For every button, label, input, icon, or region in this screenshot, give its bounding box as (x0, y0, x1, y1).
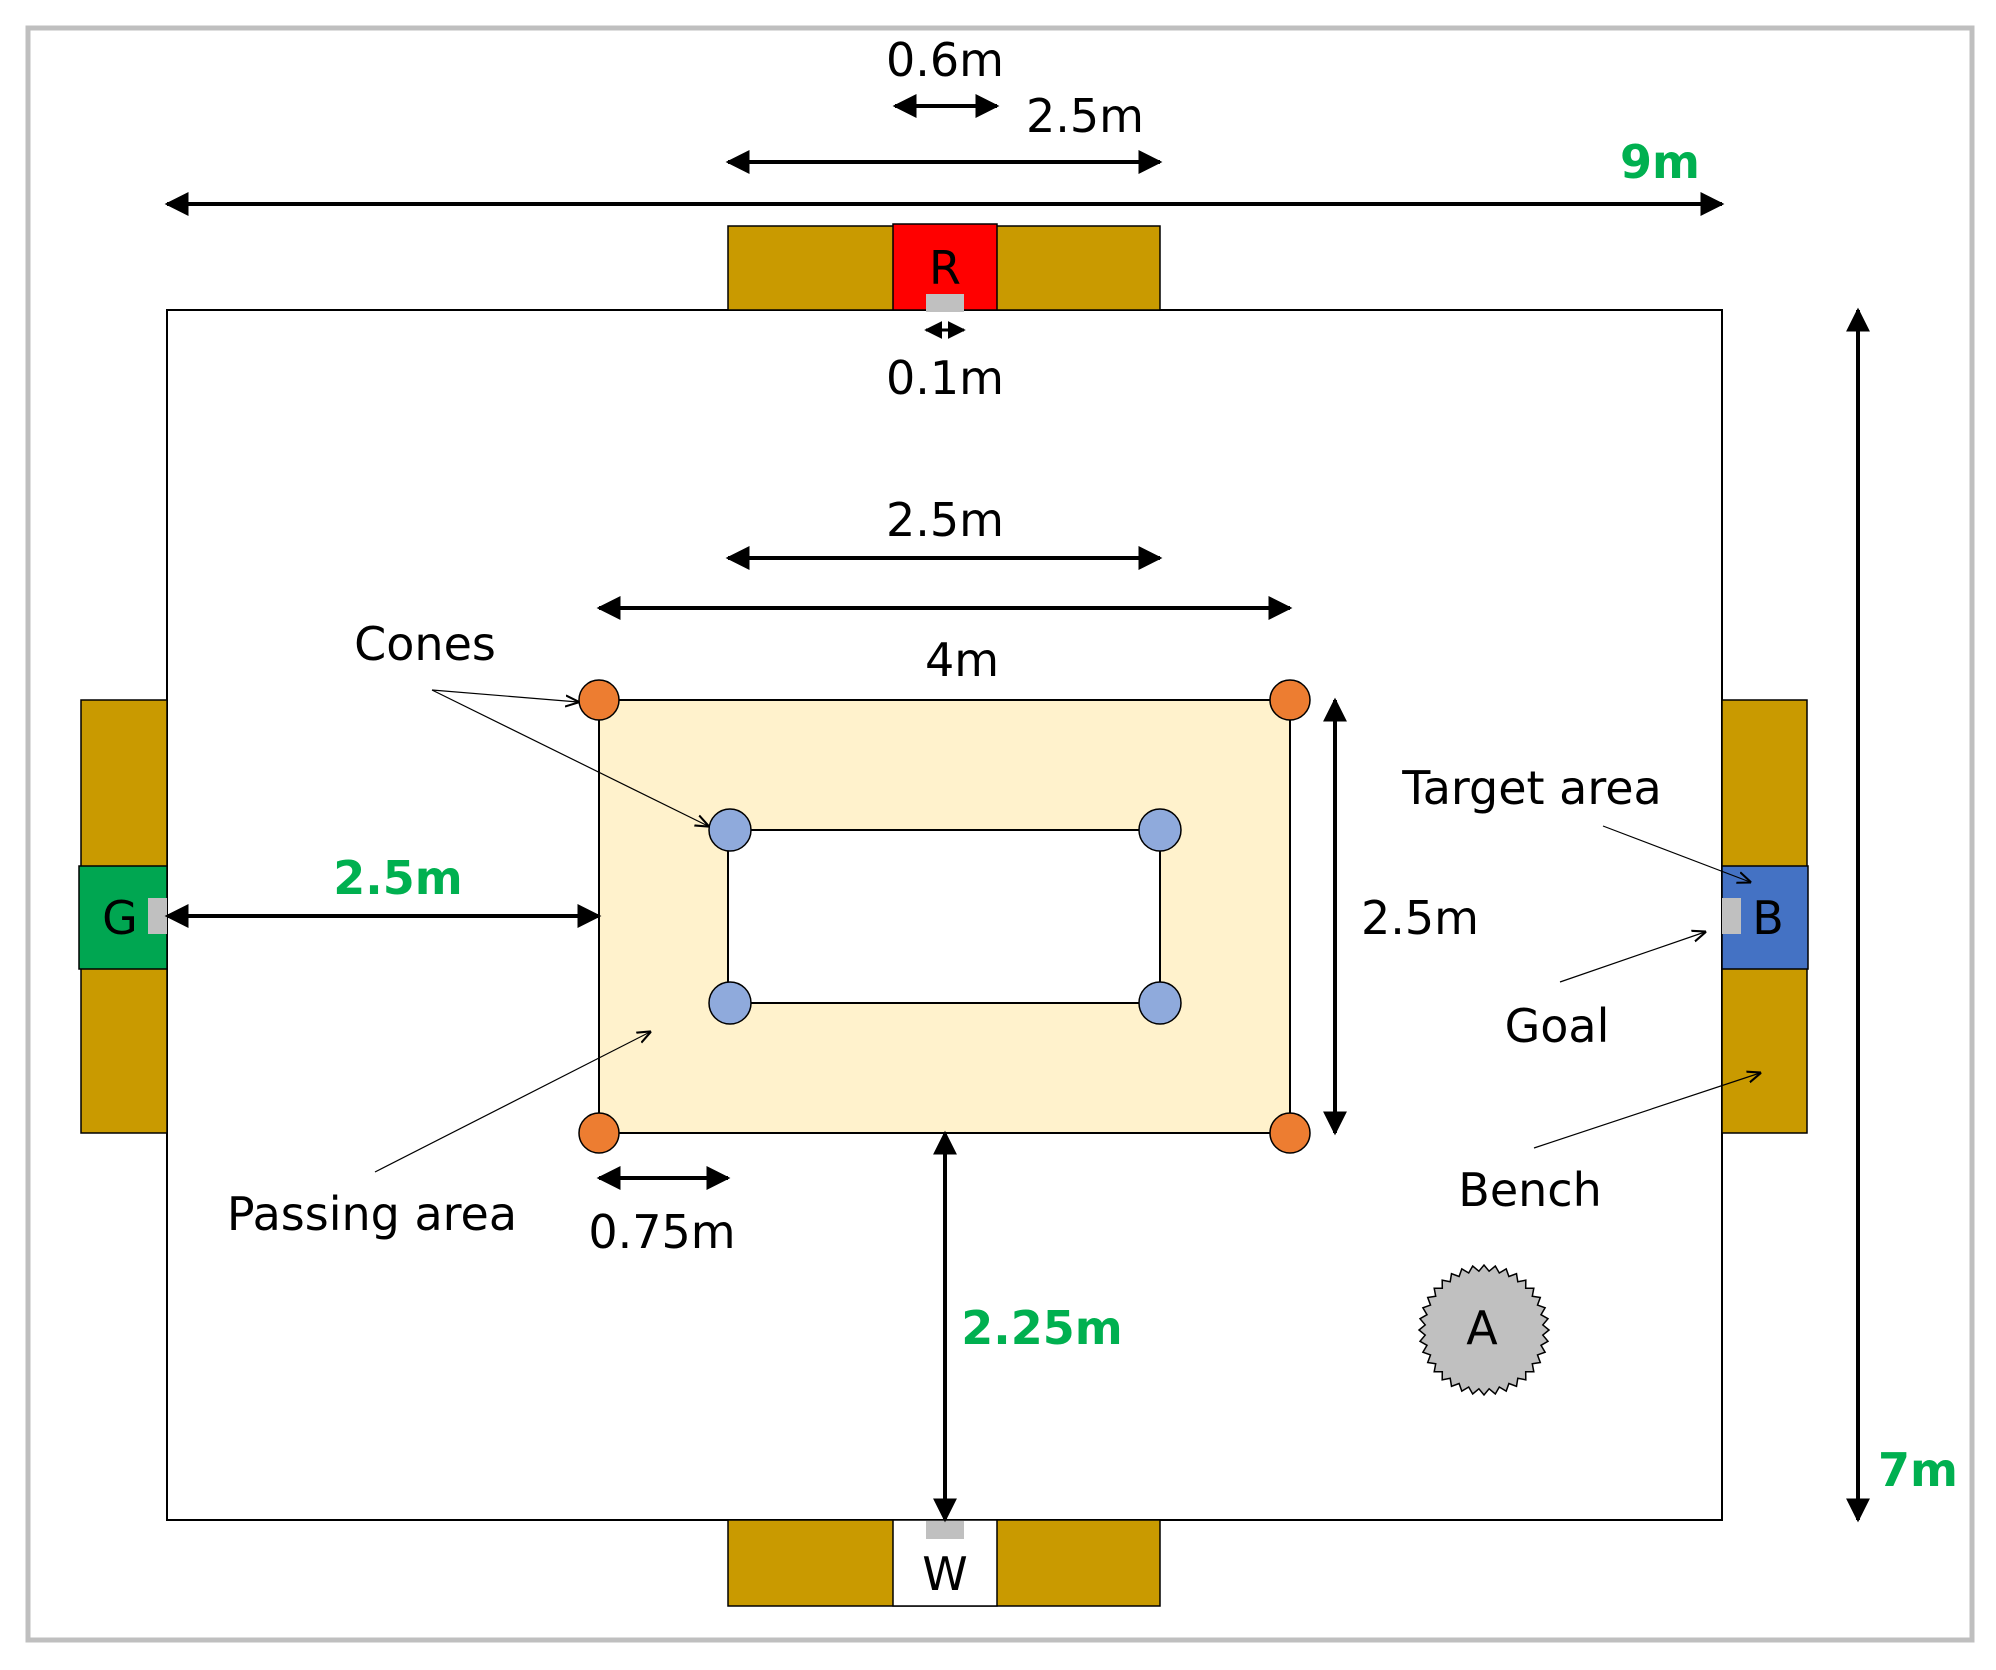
dim-field-height: 7m (1878, 1443, 1958, 1497)
cone-outer-br (1269, 1112, 1311, 1154)
cone-outer-tr (1269, 679, 1311, 721)
pointer-cones-inner (431, 689, 708, 826)
dim-cone-spacing: 0.75m (588, 1205, 735, 1259)
cone-inner-br (1138, 981, 1182, 1025)
cone-outer-bl (578, 1112, 620, 1154)
label-passing-area: Passing area (227, 1187, 517, 1241)
dim-inner-width: 2.5m (886, 493, 1004, 547)
pointer-cones-outer (431, 689, 578, 702)
cone-outer-tl (578, 679, 620, 721)
goal-marker-w (926, 1521, 964, 1539)
inner-area (727, 829, 1161, 1004)
zone-label-r: R (929, 241, 961, 295)
dim-outer-height: 2.5m (1361, 891, 1479, 945)
dim-field-width: 9m (1620, 135, 1700, 189)
zone-label-b: B (1752, 891, 1784, 945)
cone-inner-bl (708, 981, 752, 1025)
zone-label-w: W (922, 1547, 967, 1601)
agent-gear (1417, 1263, 1551, 1397)
dim-bottom-gap: 2.25m (961, 1301, 1122, 1355)
label-cones: Cones (354, 617, 496, 671)
label-target-area: Target area (1401, 761, 1662, 815)
dim-goal-width: 0.1m (886, 351, 1004, 405)
pointer-bench (1533, 1073, 1760, 1149)
cone-inner-tl (708, 808, 752, 852)
pointer-passing-area (374, 1032, 650, 1173)
label-goal: Goal (1505, 999, 1610, 1053)
zone-label-g: G (102, 891, 138, 945)
dim-left-gap: 2.5m (333, 851, 462, 905)
dim-target-width: 0.6m (886, 33, 1004, 87)
cone-inner-tr (1138, 808, 1182, 852)
pointer-target-area (1602, 825, 1750, 882)
dim-outer-width: 4m (925, 633, 999, 687)
pointer-goal (1559, 932, 1705, 983)
agent-label: A (1466, 1301, 1498, 1355)
label-bench: Bench (1458, 1163, 1601, 1217)
goal-marker-r (926, 294, 964, 312)
goal-marker-g (148, 898, 167, 934)
goal-marker-b (1722, 898, 1741, 934)
dim-bench-width: 2.5m (1026, 89, 1144, 143)
